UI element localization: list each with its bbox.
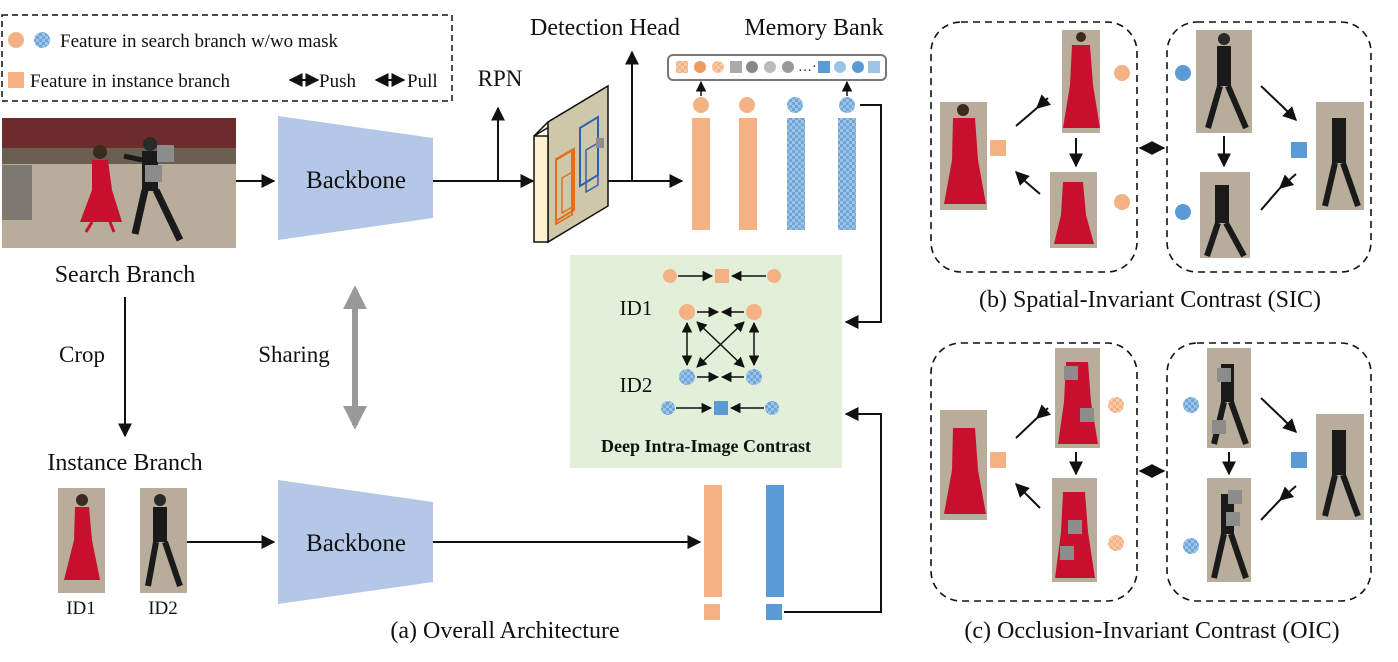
- search-image: [2, 118, 236, 248]
- instance-crop-id1: [58, 488, 105, 593]
- legend-push-text: Push: [319, 71, 356, 92]
- caption-a: (a) Overall Architecture: [390, 618, 619, 644]
- rpn-label: RPN: [478, 66, 523, 91]
- memory-bank-label: Memory Bank: [744, 15, 883, 41]
- id2-label: ID2: [148, 598, 178, 619]
- backbone-bottom: [278, 480, 433, 604]
- oic-panel: [930, 342, 1372, 602]
- search-features: [692, 80, 856, 230]
- memory-bank: …·: [667, 54, 887, 81]
- instance-features: [704, 485, 784, 620]
- deep-contrast-label: Deep Intra-Image Contrast: [601, 436, 811, 456]
- mask-patch: [157, 145, 174, 162]
- backbone-top: [278, 116, 433, 240]
- detection-head-label: Detection Head: [530, 15, 680, 41]
- id2-contrast-label: ID2: [620, 373, 653, 397]
- mask-patch: [145, 165, 162, 182]
- crop-label: Crop: [59, 342, 105, 367]
- roi-feature-block: [533, 84, 609, 244]
- instance-branch-label: Instance Branch: [47, 450, 202, 476]
- backbone-bottom-label: Backbone: [306, 530, 406, 557]
- caption-b: (b) Spatial-Invariant Contrast (SIC): [979, 287, 1321, 313]
- legend-square-text: Feature in instance branch: [30, 71, 230, 92]
- svg-text:…·: …·: [798, 60, 817, 75]
- orange-circle-icon: [8, 32, 24, 48]
- backbone-top-label: Backbone: [306, 167, 406, 194]
- id1-label: ID1: [66, 598, 96, 619]
- caption-c: (c) Occlusion-Invariant Contrast (OIC): [964, 618, 1339, 644]
- deep-contrast-box: [570, 255, 842, 468]
- instance-crop-id2: [140, 488, 187, 593]
- id1-contrast-label: ID1: [620, 296, 653, 320]
- legend-circles-text: Feature in search branch w/wo mask: [60, 31, 339, 52]
- legend-box: Feature in search branch w/wo mask Featu…: [1, 14, 453, 102]
- masked-blue-circle-icon: [34, 32, 50, 48]
- orange-square-icon: [8, 72, 24, 88]
- legend-pull-text: Pull: [407, 71, 438, 92]
- sharing-label: Sharing: [258, 342, 330, 367]
- sic-panel: [930, 21, 1372, 273]
- search-branch-label: Search Branch: [55, 262, 196, 288]
